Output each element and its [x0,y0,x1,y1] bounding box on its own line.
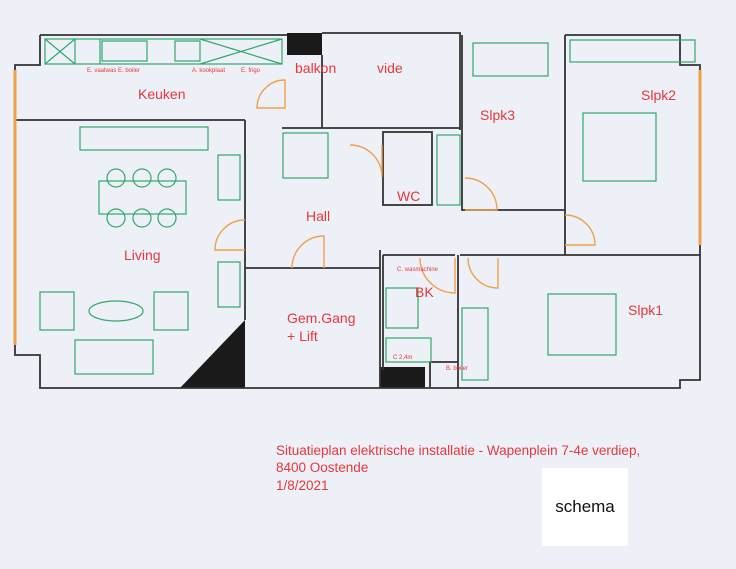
furniture [39,38,696,381]
room-hall: Hall [306,208,331,224]
label-vaatwas: E. vaatwas [87,68,117,74]
room-slpk1: Slpk1 [628,302,664,318]
room-living: Living [124,247,161,263]
caption-line1: Situatieplan elektrische installatie - W… [276,443,641,458]
room-vide: vide [377,60,403,76]
label-boiler-e: E. boiler [118,68,141,74]
room-keuken: Keuken [138,86,186,102]
room-bk: BK [415,284,434,300]
doors-windows [13,70,702,345]
room-slpk2: Slpk2 [641,87,677,103]
label-kookplaat: A. kookplaat [192,68,226,74]
label-frigo: E. frigo [241,68,261,74]
room-gang: Gem.Gang [287,310,356,326]
label-wasmachine: C. wasmachine [397,267,439,273]
room-wc: WC [397,188,421,204]
label-boiler-b: B. boiler [446,366,469,372]
caption-line3: 1/8/2021 [276,478,329,493]
schema-stamp: schema [542,468,628,546]
room-lift: + Lift [287,328,318,344]
walls [14,32,701,389]
label-c24: C 2,4m [393,355,413,361]
room-slpk3: Slpk3 [480,107,516,123]
caption-line2: 8400 Oostende [276,460,369,475]
solid-blocks [180,33,425,388]
room-balkon: balkon [295,60,337,76]
